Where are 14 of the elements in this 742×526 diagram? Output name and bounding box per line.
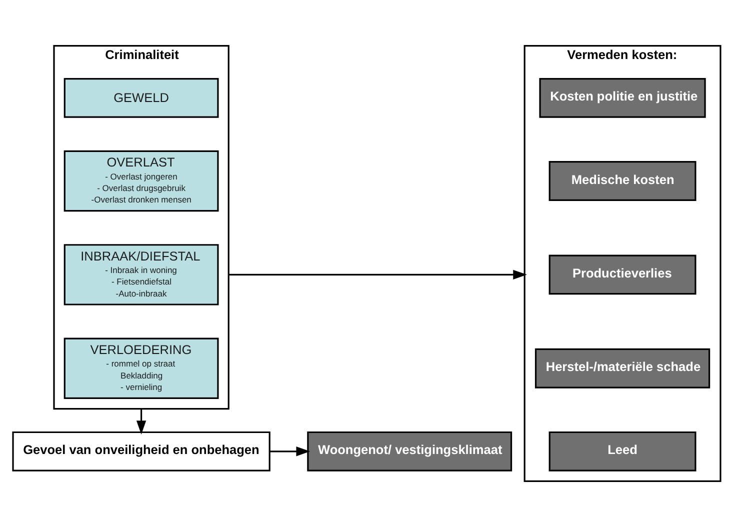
node-box: VERLOEDERING - rommel op straat Bekladding - vernieling bbox=[64, 337, 219, 398]
node-box: Woongenot/ vestigingsklimaat bbox=[307, 430, 512, 471]
node-box: INBRAAK/DIEFSTAL - Inbraak in woning - Fietsendiefstal -Auto-inbraak bbox=[64, 244, 219, 305]
arrow bbox=[228, 269, 527, 280]
node-box: Leed bbox=[548, 430, 696, 471]
node-box: Herstel-/materiële schade bbox=[534, 348, 710, 388]
node-box: OVERLAST - Overlast jongeren - Overlast drugsgebruik -Overlast dronken mensen bbox=[64, 150, 219, 212]
node-box: GEWELD bbox=[64, 77, 219, 118]
node-box: Kosten politie en justitie bbox=[539, 77, 706, 118]
node-box: Productieverlies bbox=[548, 254, 696, 294]
node-box: Gevoel van onveiligheid en onbehagen bbox=[12, 430, 270, 471]
arrow bbox=[270, 446, 310, 456]
arrow bbox=[136, 408, 146, 434]
node-box: Medische kosten bbox=[548, 160, 696, 200]
